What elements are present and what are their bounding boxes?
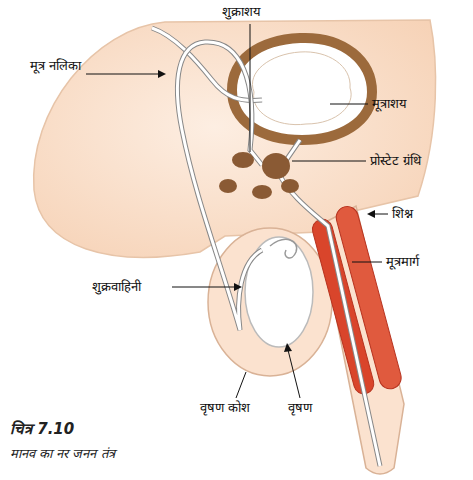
- part-label: मूत्र नलिका: [30, 58, 82, 74]
- part-label: मूत्राशय: [372, 96, 407, 112]
- part-label: प्रोस्टेट ग्रंथि: [370, 153, 421, 169]
- figure-number: चित्र 7.10: [10, 418, 74, 438]
- part-label: शुक्रवाहिनी: [92, 279, 141, 295]
- part-label: वृषण: [288, 400, 312, 416]
- part-label: शिश्न: [392, 206, 413, 222]
- part-label: शुक्राशय: [222, 4, 261, 20]
- part-label: मूत्रमार्ग: [386, 254, 419, 270]
- figure-caption: मानव का नर जनन तंत्र: [10, 444, 115, 462]
- part-label: वृषण कोश: [200, 400, 250, 416]
